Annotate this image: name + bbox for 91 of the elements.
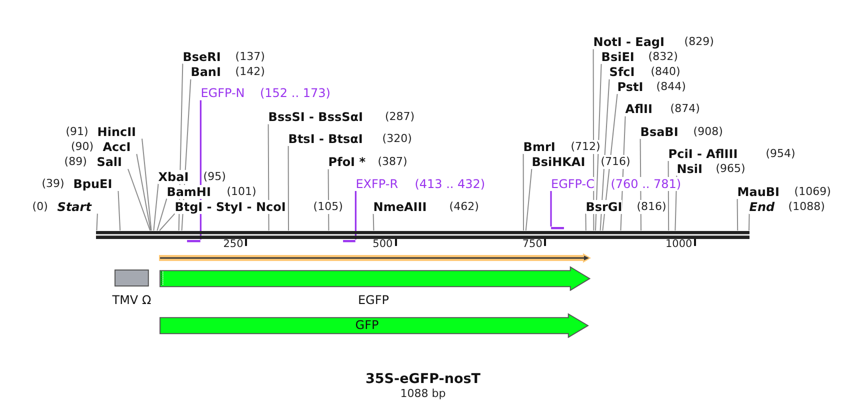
primer-range: (760 .. 781) <box>610 177 682 191</box>
cut-site-position: (874) <box>670 102 700 116</box>
cut-site-position: (95) <box>203 170 226 184</box>
leader-line <box>736 198 738 231</box>
cut-site-position: (387) <box>378 155 408 170</box>
cut-site-position: (142) <box>235 65 265 80</box>
enzyme-name: MauBI <box>737 185 780 199</box>
cut-site-position: (0) <box>32 200 48 214</box>
scale-label: 500 <box>372 237 393 251</box>
enzyme-name: HincII <box>97 124 136 139</box>
cut-site-position: (90) <box>71 140 94 154</box>
enzyme-name: BtsI - BtsαI <box>288 132 363 146</box>
leader-line <box>153 183 159 231</box>
leader-line <box>159 213 176 231</box>
leader-line <box>268 124 270 231</box>
cut-site-position: (89) <box>64 155 87 169</box>
cut-site-position: (965) <box>716 162 746 176</box>
enzyme-name: SalI <box>96 155 122 169</box>
enzyme-name: BseRI <box>182 50 221 64</box>
sequence-end-label: Start <box>57 200 92 214</box>
enzyme-name: PciI - AflIII <box>668 147 738 161</box>
enzyme-name: BsiEI <box>601 50 634 64</box>
primer-range: (152 .. 173) <box>260 86 330 100</box>
cut-site-position: (844) <box>656 80 686 94</box>
enzyme-name: PstI <box>617 80 644 94</box>
leader-line <box>372 213 374 231</box>
cut-site-position: (101) <box>226 184 256 199</box>
cut-site-position: (712) <box>570 140 600 154</box>
enzyme-name: SfcI <box>609 65 635 80</box>
leader-line <box>156 198 168 231</box>
enzyme-name: BpuEI <box>73 177 112 191</box>
enzyme-name: BsrGI <box>586 200 622 214</box>
scale-label: 1000 <box>665 237 692 251</box>
leader-line <box>550 191 552 227</box>
leader-line <box>288 146 289 231</box>
scale-label: 750 <box>522 237 542 251</box>
enzyme-name: PfoI * <box>328 155 366 170</box>
primer-range: (413 .. 432) <box>414 177 486 191</box>
cut-site-position: (462) <box>449 200 479 214</box>
feature-label: EGFP <box>358 292 389 307</box>
feature-label: GFP <box>355 318 379 332</box>
cut-site-position: (320) <box>382 132 412 146</box>
leader-line <box>142 138 152 231</box>
cut-site-position: (716) <box>600 155 630 169</box>
cut-site-position: (1088) <box>788 200 825 214</box>
enzyme-name: NmeAIII <box>373 200 427 214</box>
cut-site-position: (832) <box>648 50 678 64</box>
sequence-length: 1088 bp <box>400 386 446 402</box>
primer-binding-site <box>187 240 201 242</box>
cut-site-position: (39) <box>42 177 64 191</box>
leader-line <box>585 213 586 231</box>
leader-line <box>522 153 524 231</box>
cut-site-position: (840) <box>650 65 680 80</box>
primer-binding-site <box>343 240 356 242</box>
enzyme-name: BamHI <box>166 184 211 199</box>
enzyme-name: BtgI - StyI - NcoI <box>174 200 286 214</box>
cut-site-position: (105) <box>313 200 343 214</box>
leader-line <box>748 213 750 231</box>
enzyme-name: NsiI <box>676 162 702 176</box>
cut-site-position: (137) <box>235 50 265 64</box>
feature-label: TMV Ω <box>112 292 152 307</box>
enzyme-name: BsaBI <box>640 124 678 139</box>
enzyme-name: BanI <box>190 65 221 80</box>
leader-line <box>128 168 151 231</box>
enzyme-name: XbaI <box>158 170 189 184</box>
dna-backbone <box>96 230 750 238</box>
enzyme-name: AccI <box>102 140 131 154</box>
enzyme-name: BssSI - BssSαI <box>268 110 363 124</box>
primer-name: EGFP-N <box>200 86 245 100</box>
enzyme-name: NotI - EagI <box>593 35 664 50</box>
cut-site-position: (816) <box>636 200 666 214</box>
primer-name: EXFP-R <box>356 177 398 191</box>
cut-site-position: (908) <box>693 124 723 139</box>
scale-label: 250 <box>223 237 244 251</box>
cut-site-position: (287) <box>384 110 415 124</box>
enzyme-name: BmrI <box>523 140 556 154</box>
sequence-end-label: End <box>749 200 775 214</box>
cut-site-position: (1069) <box>794 185 831 199</box>
leader-line <box>136 154 152 231</box>
leader-line <box>354 191 356 240</box>
map-title: 35S-eGFP-nosT <box>366 371 480 388</box>
leader-line <box>525 168 532 231</box>
primer-name: EGFP-C <box>551 177 594 191</box>
cut-site-position: (954) <box>766 147 796 161</box>
orf-feature <box>159 252 591 263</box>
leader-line <box>118 190 121 231</box>
cut-site-position: (91) <box>66 124 88 139</box>
cut-site-position: (829) <box>684 35 714 50</box>
enzyme-name: BsiHKAI <box>532 155 586 169</box>
primer-binding-site <box>551 226 564 229</box>
leader-line <box>96 213 98 231</box>
